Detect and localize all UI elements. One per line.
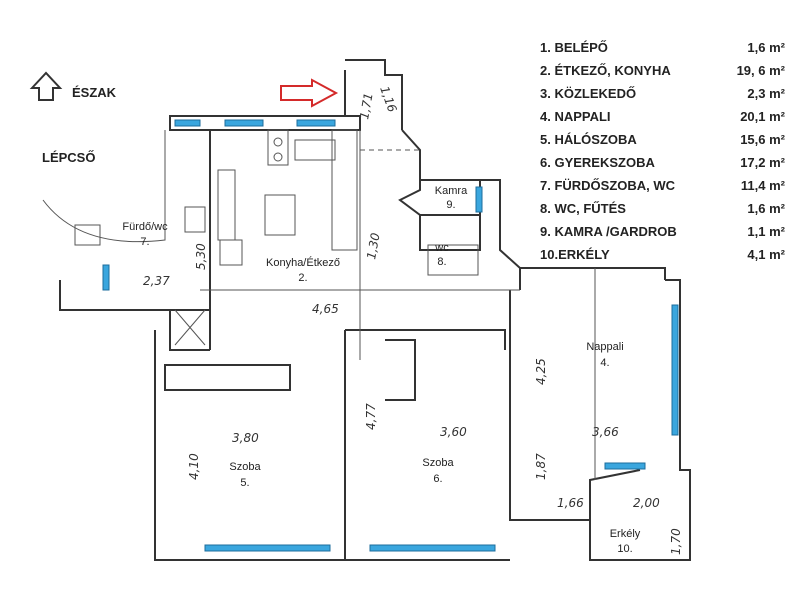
legend-row: 4. NAPPALI 20,1 m² (540, 105, 785, 128)
north-arrow-icon (29, 71, 63, 101)
window (369, 544, 496, 552)
room-labels: Fürdő/wc 7. Konyha/Étkező 2. Kamra 9. wc… (122, 185, 640, 555)
dimension: 4,25 (534, 358, 548, 385)
room-number: 6. (433, 473, 442, 485)
legend-row: 3. KÖZLEKEDŐ 2,3 m² (540, 82, 785, 105)
legend-area: 17,2 m² (740, 155, 785, 170)
legend-area: 20,1 m² (740, 109, 785, 124)
legend-area: 4,1 m² (747, 247, 785, 262)
dimension: 1,87 (534, 453, 548, 480)
room-number: 2. (298, 272, 307, 284)
window (224, 119, 264, 127)
room-number: 9. (446, 199, 455, 211)
dimension: 3,66 (592, 425, 619, 439)
legend-item: 9. KAMRA /GARDROB (540, 224, 677, 239)
window (604, 462, 646, 470)
room-name: Szoba (229, 461, 261, 473)
window (671, 304, 679, 436)
dimension: 1,16 (377, 84, 399, 114)
dimension: 4,77 (364, 403, 378, 430)
window (174, 119, 201, 127)
window (296, 119, 336, 127)
dimension: 1,66 (557, 496, 584, 510)
legend-row: 5. HÁLÓSZOBA 15,6 m² (540, 128, 785, 151)
room-name: Erkély (610, 528, 641, 540)
windows (102, 119, 679, 552)
walls (59, 59, 691, 561)
legend-area: 1,1 m² (747, 224, 785, 239)
legend-item: 5. HÁLÓSZOBA (540, 132, 637, 147)
room-name: Nappali (586, 341, 623, 353)
room-number: 10. (617, 543, 632, 555)
room-name: Konyha/Étkező (266, 256, 340, 269)
legend-area: 15,6 m² (740, 132, 785, 147)
legend-area: 19, 6 m² (736, 63, 785, 78)
dimension: 2,00 (633, 496, 660, 510)
window (475, 186, 483, 213)
legend-row: 8. WC, FŰTÉS 1,6 m² (540, 197, 785, 220)
dimension: 2,37 (143, 274, 170, 288)
legend-item: 1. BELÉPŐ (540, 40, 608, 55)
room-name: wc (434, 242, 449, 254)
legend-row: 10.ERKÉLY 4,1 m² (540, 243, 785, 266)
legend-area: 2,3 m² (747, 86, 785, 101)
legend-item: 10.ERKÉLY (540, 247, 610, 262)
fixtures (42, 129, 596, 480)
legend-item: 3. KÖZLEKEDŐ (540, 86, 637, 101)
dimension: 1,30 (364, 231, 382, 260)
legend-area: 1,6 m² (747, 201, 785, 216)
dimension: 3,80 (232, 431, 259, 445)
room-name: Szoba (422, 457, 454, 469)
legend-area: 11,4 m² (740, 178, 785, 193)
room-name: Kamra (435, 185, 468, 197)
legend-row: 6. GYEREKSZOBA 17,2 m² (540, 151, 785, 174)
room-number: 4. (600, 357, 609, 369)
dimension: 4,65 (312, 302, 339, 316)
room-name: Fürdő/wc (122, 221, 168, 233)
legend-row: 9. KAMRA /GARDROB 1,1 m² (540, 220, 785, 243)
dimension: 1,71 (357, 92, 375, 121)
legend-row: 1. BELÉPŐ 1,6 m² (540, 36, 785, 59)
legend-row: 2. ÉTKEZŐ, KONYHA 19, 6 m² (540, 59, 785, 82)
dimension: 3,60 (440, 425, 467, 439)
legend-row: 7. FÜRDŐSZOBA, WC 11,4 m² (540, 174, 785, 197)
legend-item: 4. NAPPALI (540, 109, 611, 124)
legend-area: 1,6 m² (747, 40, 785, 55)
compass-label: ÉSZAK (72, 85, 117, 100)
window (102, 264, 110, 291)
dimension: 4,10 (187, 453, 201, 480)
window (204, 544, 331, 552)
entrance-arrow-icon (280, 78, 339, 108)
legend-item: 8. WC, FŰTÉS (540, 201, 626, 216)
area-legend: 1. BELÉPŐ 1,6 m² 2. ÉTKEZŐ, KONYHA 19, 6 m… (540, 36, 785, 266)
stair-label: LÉPCSŐ (42, 150, 95, 165)
room-number: 8. (437, 256, 446, 268)
legend-item: 7. FÜRDŐSZOBA, WC (540, 178, 676, 193)
dimension: 1,70 (669, 528, 683, 555)
dimension: 5,30 (194, 243, 208, 270)
legend-item: 6. GYEREKSZOBA (540, 155, 655, 170)
dimension-labels: 1,16 1,71 2,37 5,30 1,30 4,65 4,77 4,25 … (143, 84, 683, 555)
legend-item: 2. ÉTKEZŐ, KONYHA (540, 63, 671, 78)
room-number: 7. (140, 236, 149, 248)
room-number: 5. (240, 477, 249, 489)
